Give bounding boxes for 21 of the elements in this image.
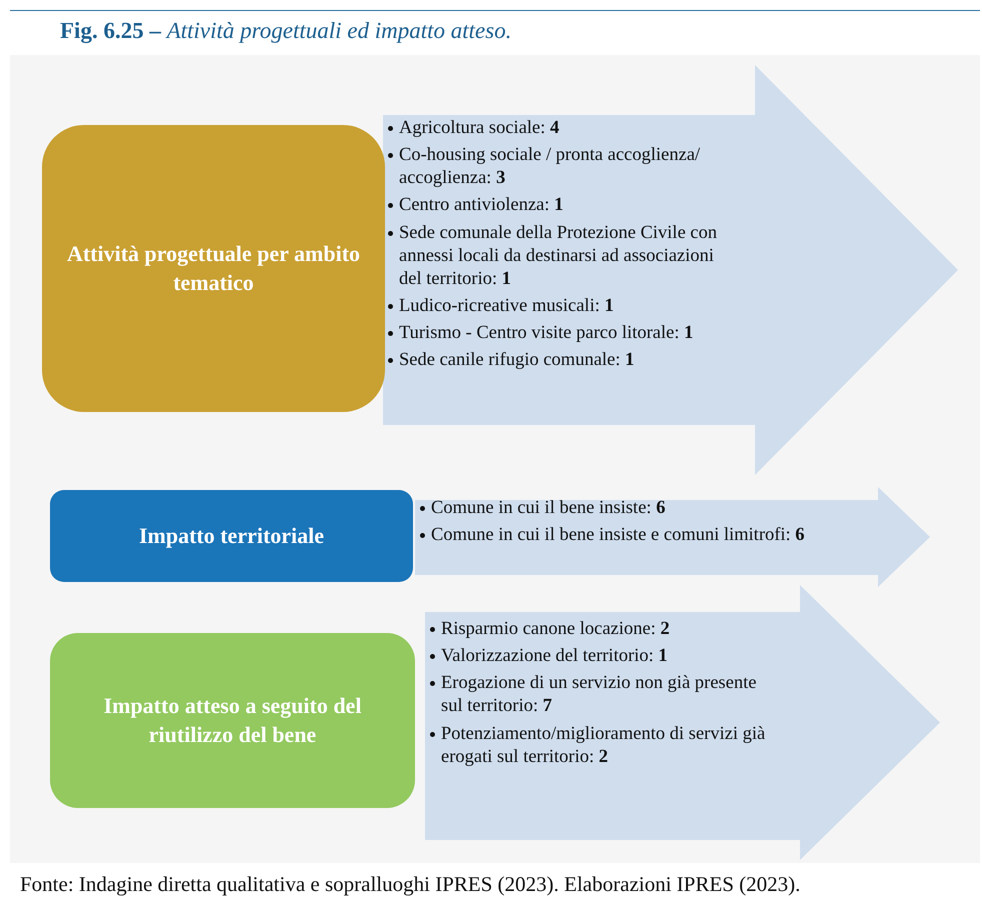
list-item-text: Comune in cui il bene insiste: 6 [431,498,666,518]
list-item-text: Erogazione di un servizio non già presente sul territorio: 7 [441,673,756,716]
list-item-text: Sede canile rifugio comunale: 1 [399,350,634,370]
category-box [42,125,385,412]
list-item-text: Turismo - Centro visite parco litorale: 1 [399,323,694,343]
list-item-text: Valorizzazione del territorio: 1 [441,646,668,666]
list-item-text: Co-housing sociale / pronta accoglienza/ accoglienza: 3 [399,145,700,188]
list-item-text: Centro antiviolenza: 1 [399,195,564,216]
list-item-text: Comune in cui il bene insiste e comuni limitrofi: 6 [431,525,805,546]
list-item-text: Ludico-ricreative musicali: 1 [399,296,614,316]
category-box [50,633,415,808]
category-heading: Impatto atteso a seguito del riutilizzo del bene [102,692,362,748]
source-caption: Fonte: Indagine diretta qualitativa e sopralluoghi IPRES (2023). Elaborazioni IPRES (2023). [20,872,800,897]
category-heading: Attività progettuale per ambito tematico [66,240,362,296]
figure-title: Fig. 6.25 – Attività progettuali ed impatto atteso. [60,18,512,44]
list-item-text: Sede comunale della Protezione Civile con annessi locali da destinarsi ad associazioni del territorio: 1 [399,222,717,289]
category-box [50,490,413,582]
list-item-text: Potenziamento/miglioramento di servizi già erogati sul territorio: 2 [441,724,766,767]
list-item-text: Risparmio canone locazione: 2 [441,619,670,639]
list-item-text: Agricoltura sociale: 4 [399,118,560,138]
category-heading: Impatto territoriale [138,522,324,550]
